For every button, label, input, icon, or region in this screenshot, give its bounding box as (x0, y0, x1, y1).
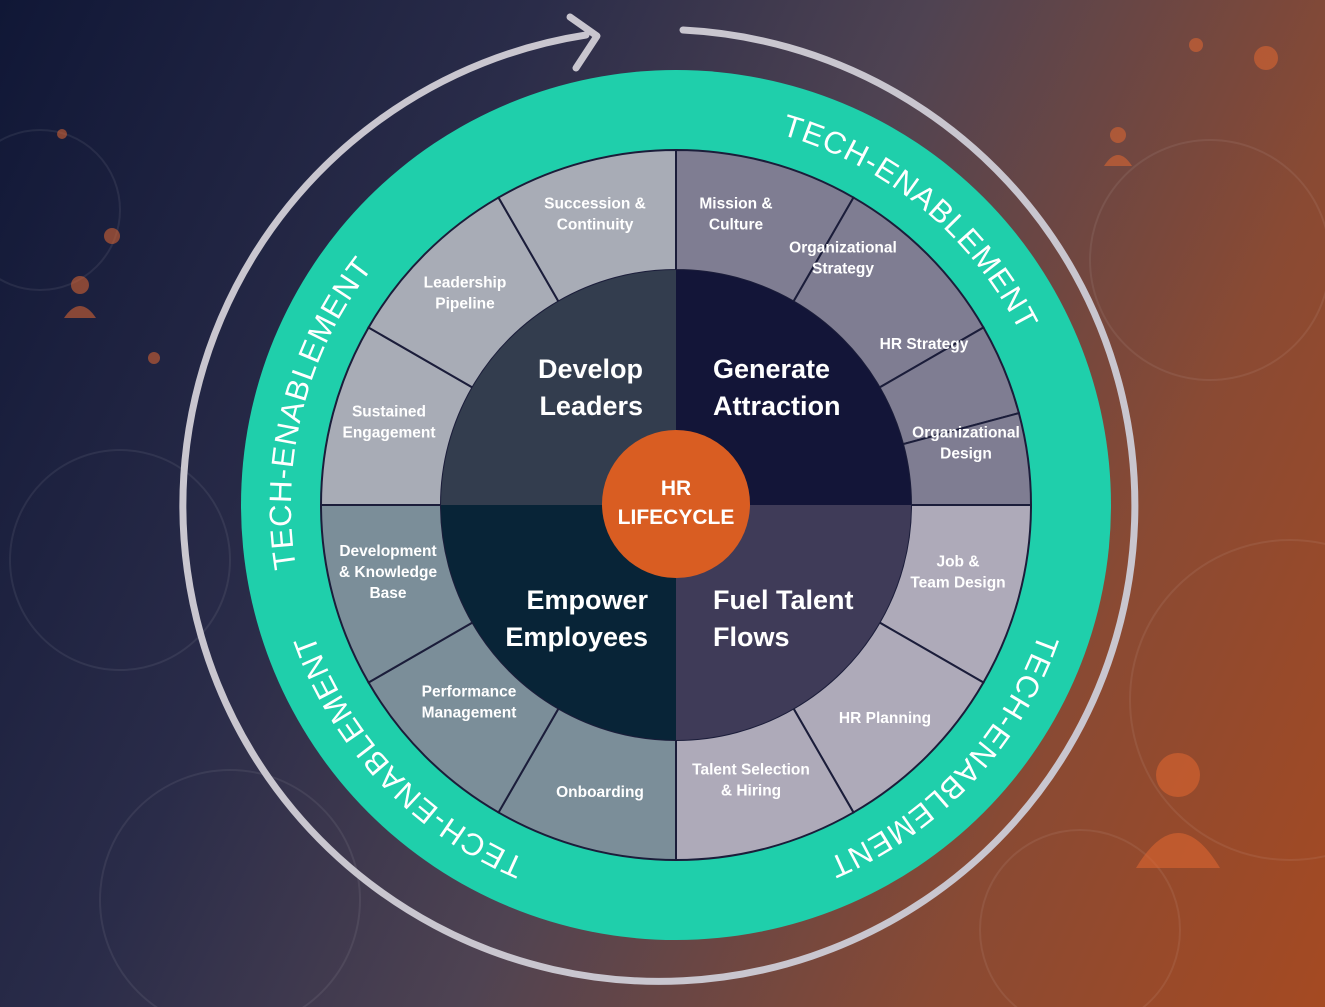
background-person-icons (57, 38, 1278, 868)
quadrant-empower (441, 505, 676, 740)
segment-label-mission-culture: Mission &Culture (699, 196, 772, 234)
quadrant-develop (441, 270, 676, 505)
segment-label-hr-strategy: HR Strategy (880, 336, 969, 353)
quadrant-fuel (676, 505, 911, 740)
segment-label-job-team-design: Job &Team Design (910, 554, 1005, 592)
center-label-line-2: LIFECYCLE (618, 506, 735, 529)
quadrant-generate (676, 270, 911, 505)
segment-label-onboarding: Onboarding (556, 784, 644, 801)
segment-label-succession-continuity: Succession &Continuity (544, 196, 646, 234)
center-circle (602, 430, 750, 578)
center-badge: HR LIFECYCLE (602, 430, 750, 578)
arrow-head-icon (566, 13, 601, 72)
segment-label-hr-planning: HR Planning (839, 710, 931, 727)
cycle-arrow (179, 26, 1139, 985)
background-decoration (0, 129, 1325, 1007)
segment-label-talent-selection-hiring: Talent Selection& Hiring (692, 762, 810, 800)
center-label-line-1: HR (661, 477, 691, 500)
